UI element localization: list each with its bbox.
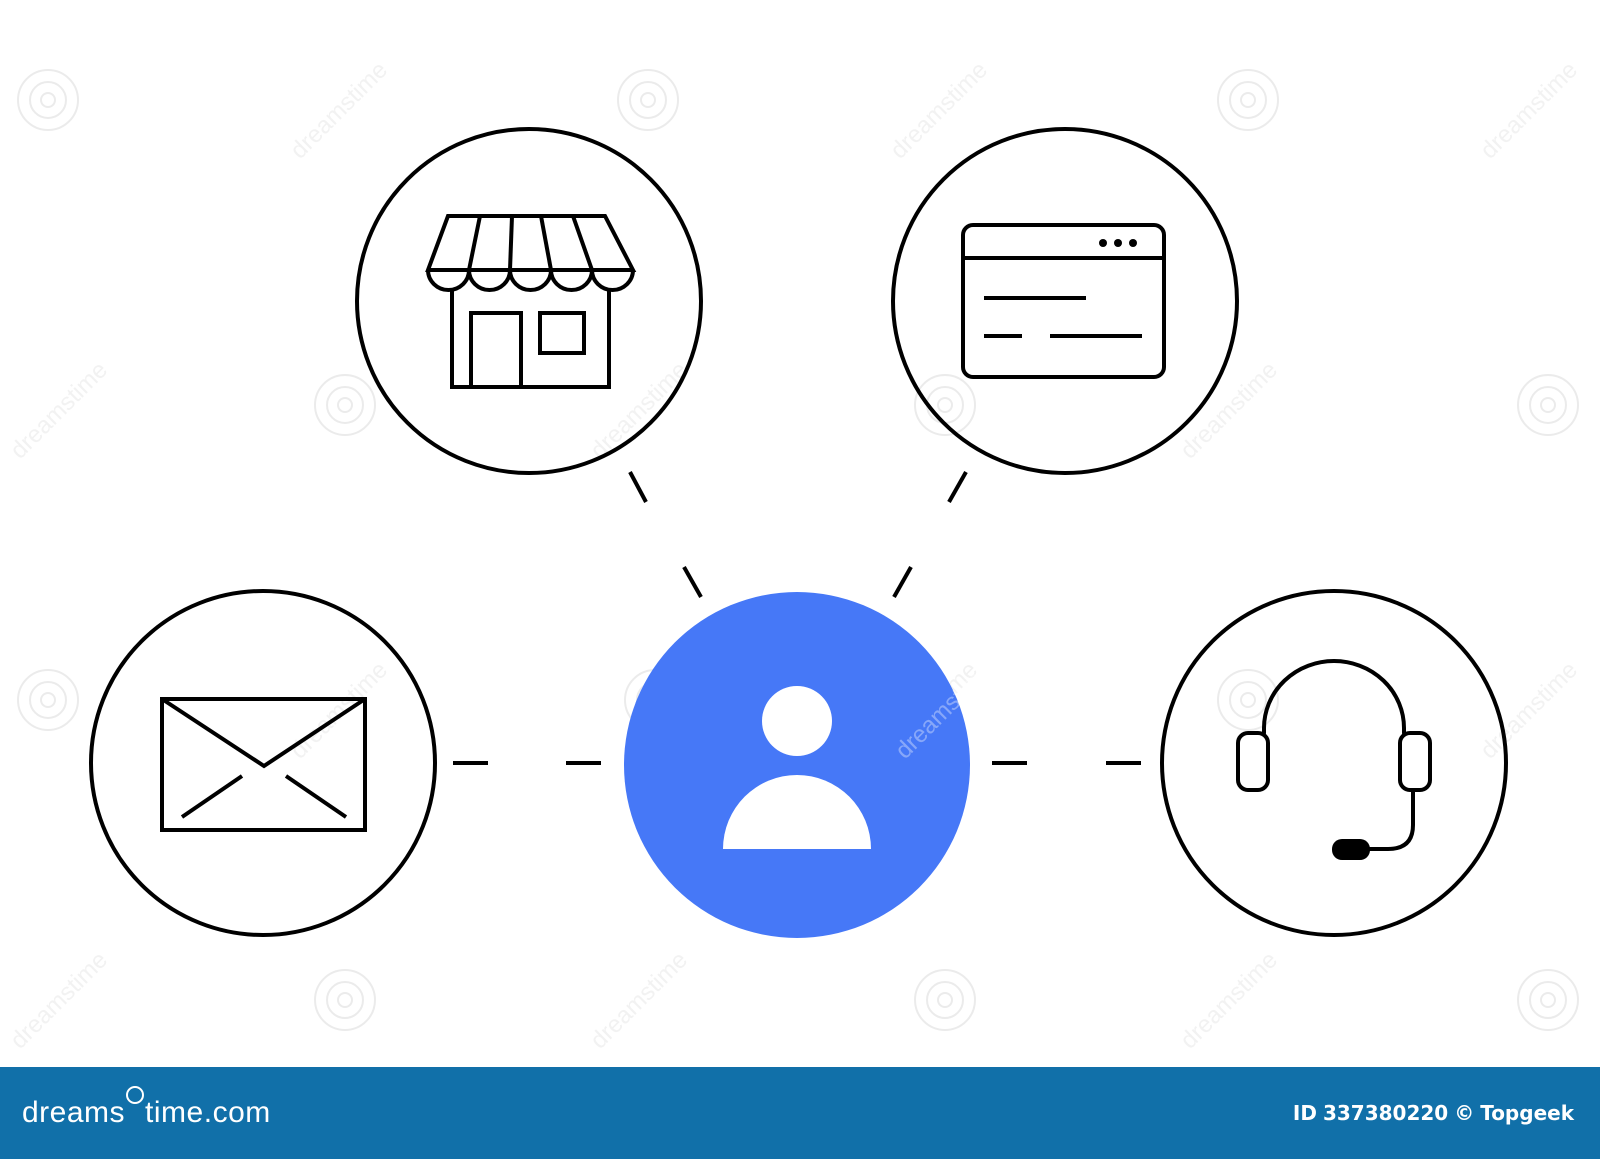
author-name[interactable]: Topgeek bbox=[1480, 1101, 1574, 1125]
support-node-circle bbox=[1160, 589, 1508, 937]
watermark-text: dreamstime bbox=[1175, 946, 1283, 1054]
watermark-text: dreamstime bbox=[5, 946, 113, 1054]
watermark-text: dreamstime bbox=[585, 946, 693, 1054]
connector-lines bbox=[453, 471, 1141, 765]
support-node bbox=[1160, 589, 1508, 937]
footer-brand-text-1: dreams bbox=[22, 1096, 126, 1129]
footer-brand[interactable]: dreams time.com bbox=[22, 1086, 271, 1130]
center-node-circle bbox=[624, 592, 970, 938]
spiral-logo-icon bbox=[126, 1086, 145, 1104]
browser-node-circle bbox=[891, 127, 1239, 475]
connector-top-left bbox=[628, 471, 703, 598]
store-node-circle bbox=[355, 127, 703, 475]
browser-window-icon bbox=[961, 223, 1166, 379]
footer-credit: ID 337380220 © Topgeek bbox=[1293, 1101, 1574, 1125]
center-node bbox=[624, 592, 970, 938]
watermark-text: dreamstime bbox=[285, 56, 393, 164]
email-node-circle bbox=[89, 589, 437, 937]
watermark-text: dreamstime bbox=[1475, 56, 1583, 164]
browser-node bbox=[891, 127, 1239, 475]
customer-touchpoints-diagram: dreamstime dreamstime dreamstime dreamst… bbox=[5, 56, 1583, 1054]
footer-brand-text-3: .com bbox=[203, 1096, 271, 1129]
footer-brand-text-2: time bbox=[145, 1096, 204, 1129]
storefront-icon bbox=[425, 214, 637, 389]
image-id-value: 337380220 bbox=[1322, 1101, 1449, 1125]
watermark-text: dreamstime bbox=[585, 356, 693, 464]
connector-top-right bbox=[892, 471, 968, 598]
watermark-text: dreamstime bbox=[1475, 656, 1583, 764]
copyright-icon: © bbox=[1454, 1101, 1475, 1125]
headset-icon bbox=[1236, 659, 1432, 860]
watermark-text: dreamstime bbox=[5, 356, 113, 464]
envelope-icon bbox=[160, 697, 367, 832]
watermark-text: dreamstime bbox=[285, 656, 393, 764]
email-node bbox=[89, 589, 437, 937]
user-icon bbox=[723, 686, 871, 849]
image-id-label: ID bbox=[1292, 1101, 1317, 1125]
stock-footer-bar: dreams time.com ID 337380220 © Topgeek bbox=[0, 1067, 1600, 1159]
watermark-text: dreamstime bbox=[885, 56, 993, 164]
watermark-text: dreamstime bbox=[1175, 356, 1283, 464]
store-node bbox=[355, 127, 703, 475]
